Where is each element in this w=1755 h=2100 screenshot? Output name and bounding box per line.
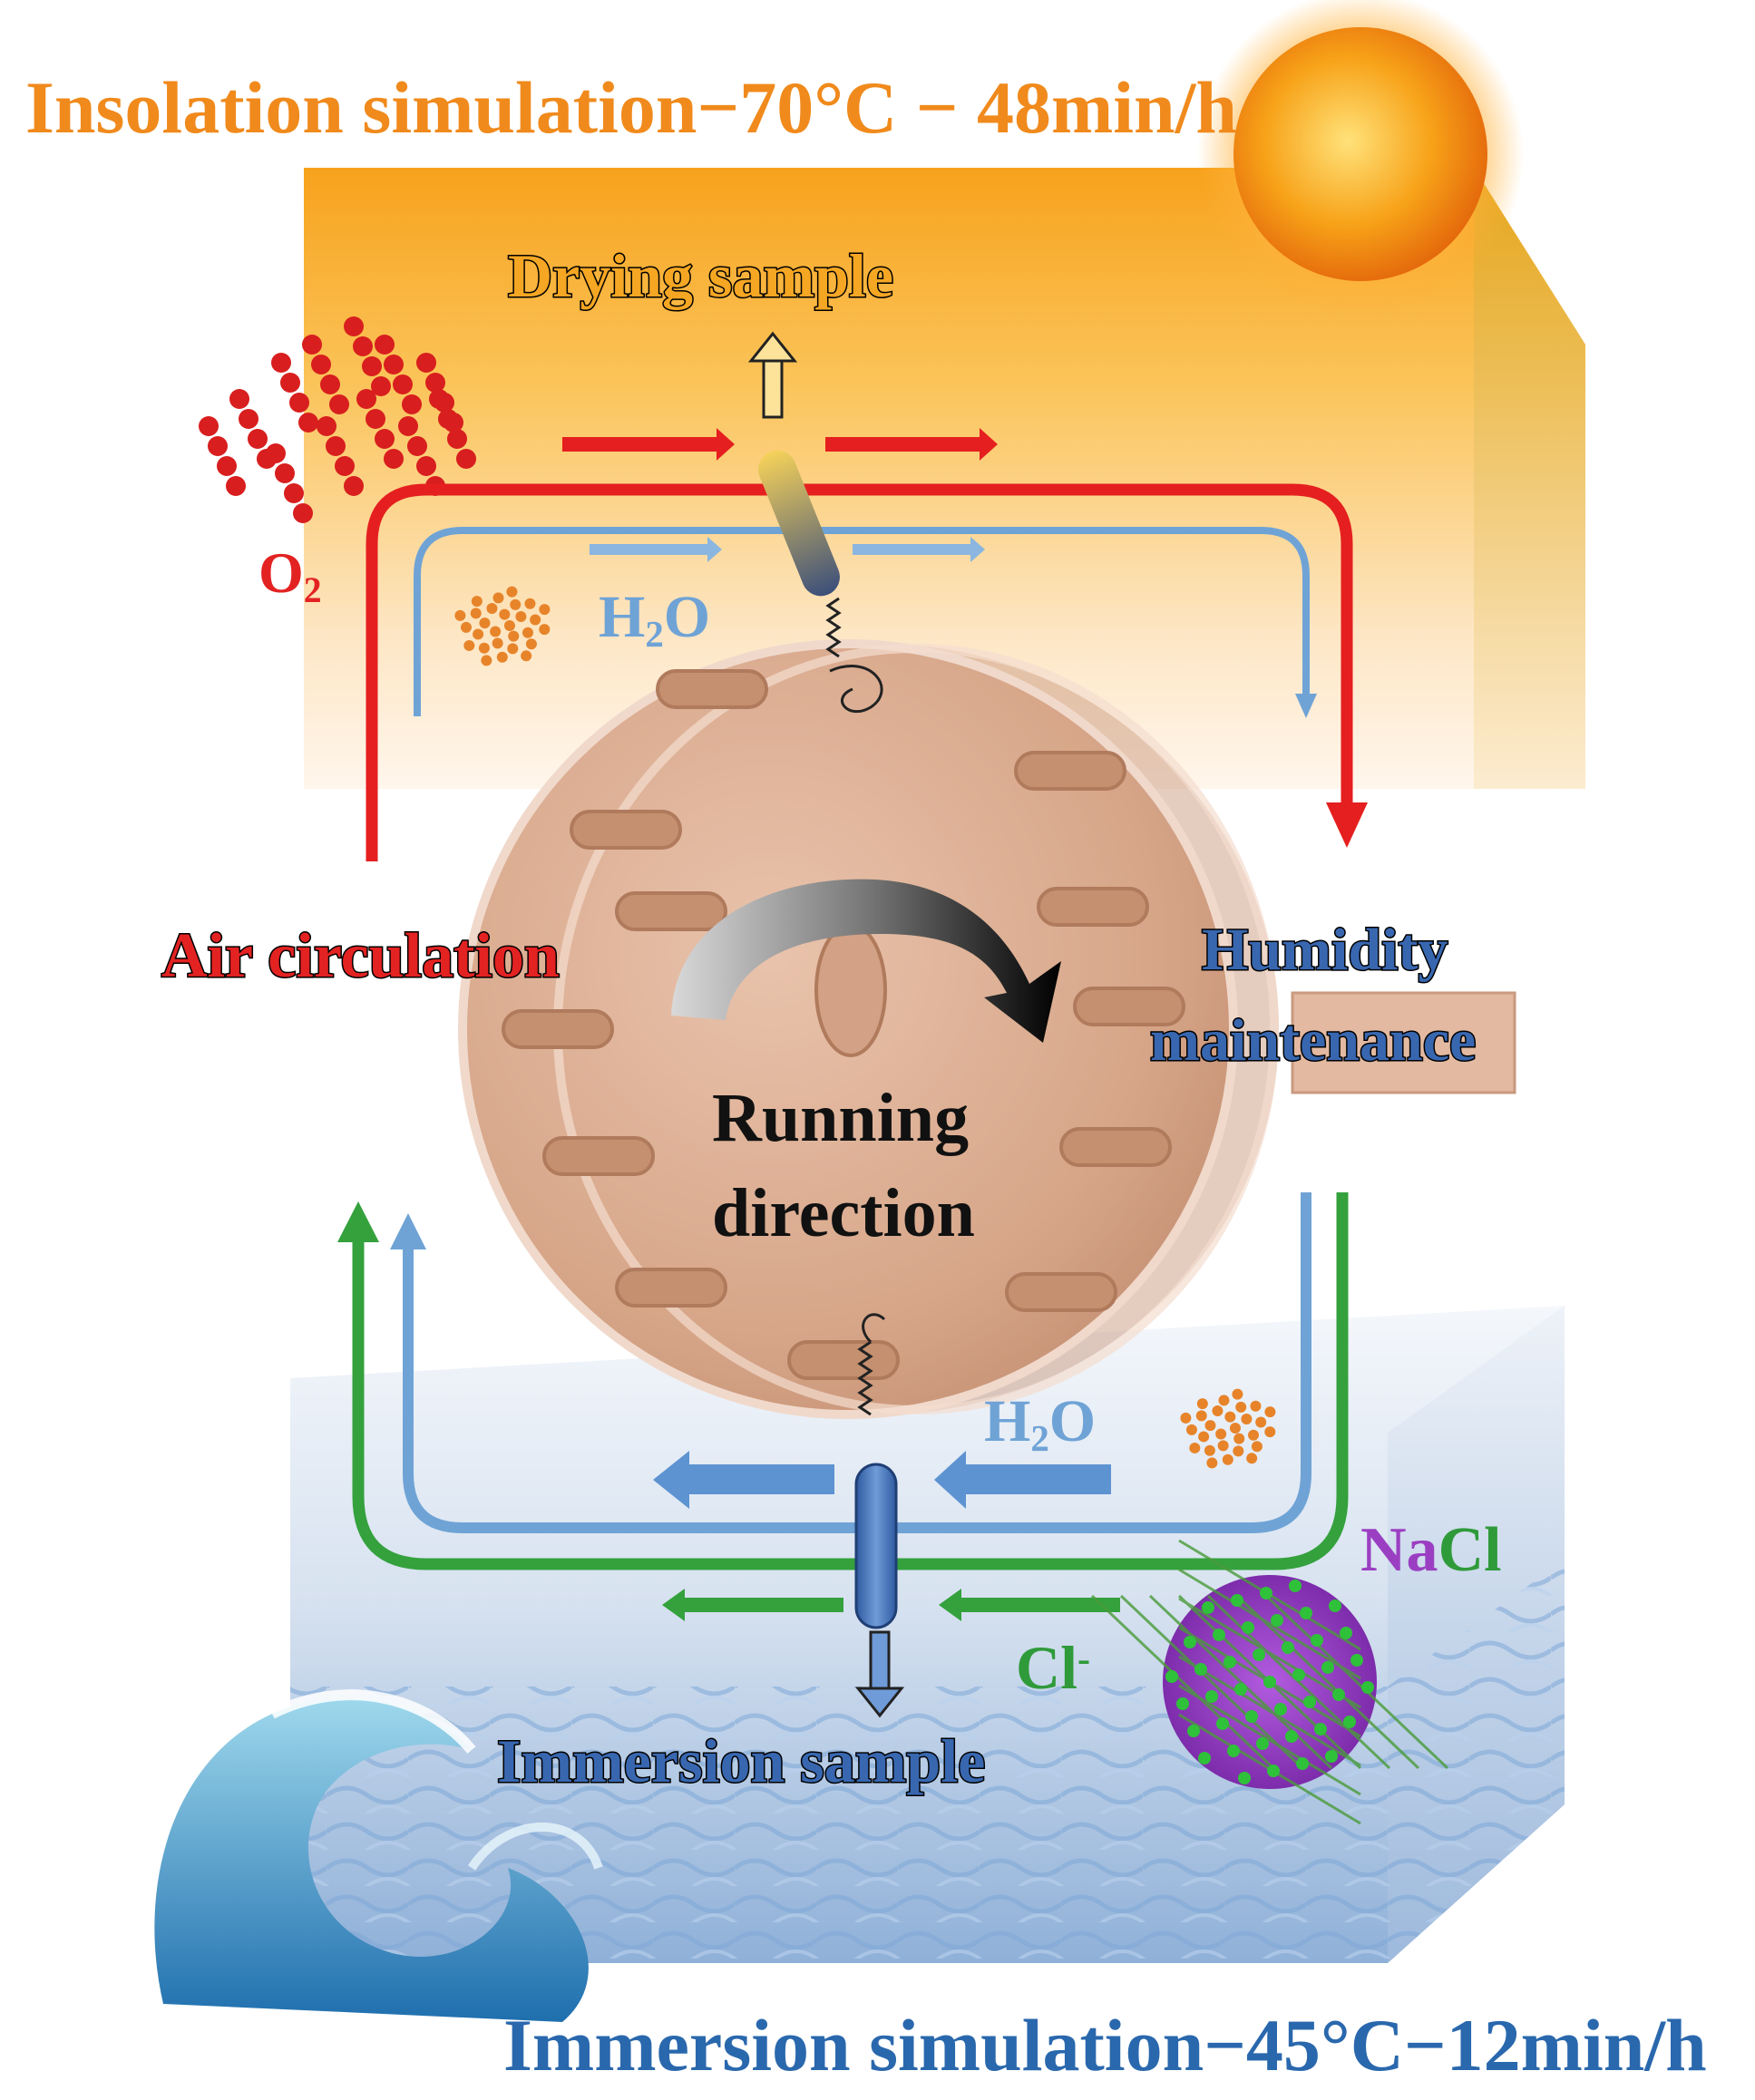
running-direction-line2: direction <box>712 1175 975 1251</box>
immersion-sample-label: Immersion sample <box>495 1726 986 1795</box>
sun-icon <box>1197 0 1524 317</box>
insolation-title: Insolation simulation−70°C − 48min/h <box>25 66 1238 149</box>
chloride-label: Cl- <box>1016 1633 1091 1702</box>
nacl-crystal-icon <box>1090 1539 1449 1825</box>
immersion-title: Immersion simulation−45°C−12min/h <box>503 2004 1707 2086</box>
sample-rod-icon <box>758 450 883 714</box>
air-circulation-loop <box>366 483 1353 861</box>
water-flow-arrows-bottom <box>653 1451 1111 1509</box>
drying-sample-label: Drying sample <box>507 241 895 310</box>
chloride-flow-arrows <box>662 1589 1120 1621</box>
insolation-chamber <box>304 168 1585 789</box>
water-label-bottom: H2O <box>984 1388 1097 1460</box>
nacl-label: NaCl <box>1360 1515 1502 1585</box>
water-flow-arrows-top <box>590 537 985 562</box>
wave-icon <box>154 1689 603 2022</box>
rotation-arrow-icon <box>671 879 1061 1043</box>
water-droplets-icon <box>454 586 551 666</box>
chloride-loop <box>352 1192 1349 1570</box>
water-droplets-icon <box>1180 1388 1276 1469</box>
oxygen-molecules-icon <box>199 316 476 523</box>
humidity-label-line1: Humidity <box>1200 917 1448 983</box>
air-circulation-label: Air circulation <box>161 921 561 991</box>
humidity-label-line2: maintenance <box>1148 1007 1477 1074</box>
rotating-wheel <box>458 639 1279 1419</box>
drying-up-arrow <box>747 331 798 419</box>
humidity-loop-top <box>414 527 1310 716</box>
humidity-box <box>1291 991 1516 1094</box>
oxygen-label: O2 <box>258 540 322 611</box>
running-direction-line1: Running <box>712 1080 970 1156</box>
sample-rod-icon <box>854 1313 898 1629</box>
immersion-down-arrow <box>854 1630 905 1718</box>
water-label-top: H2O <box>599 584 711 656</box>
oxygen-flow-arrows <box>562 428 998 461</box>
